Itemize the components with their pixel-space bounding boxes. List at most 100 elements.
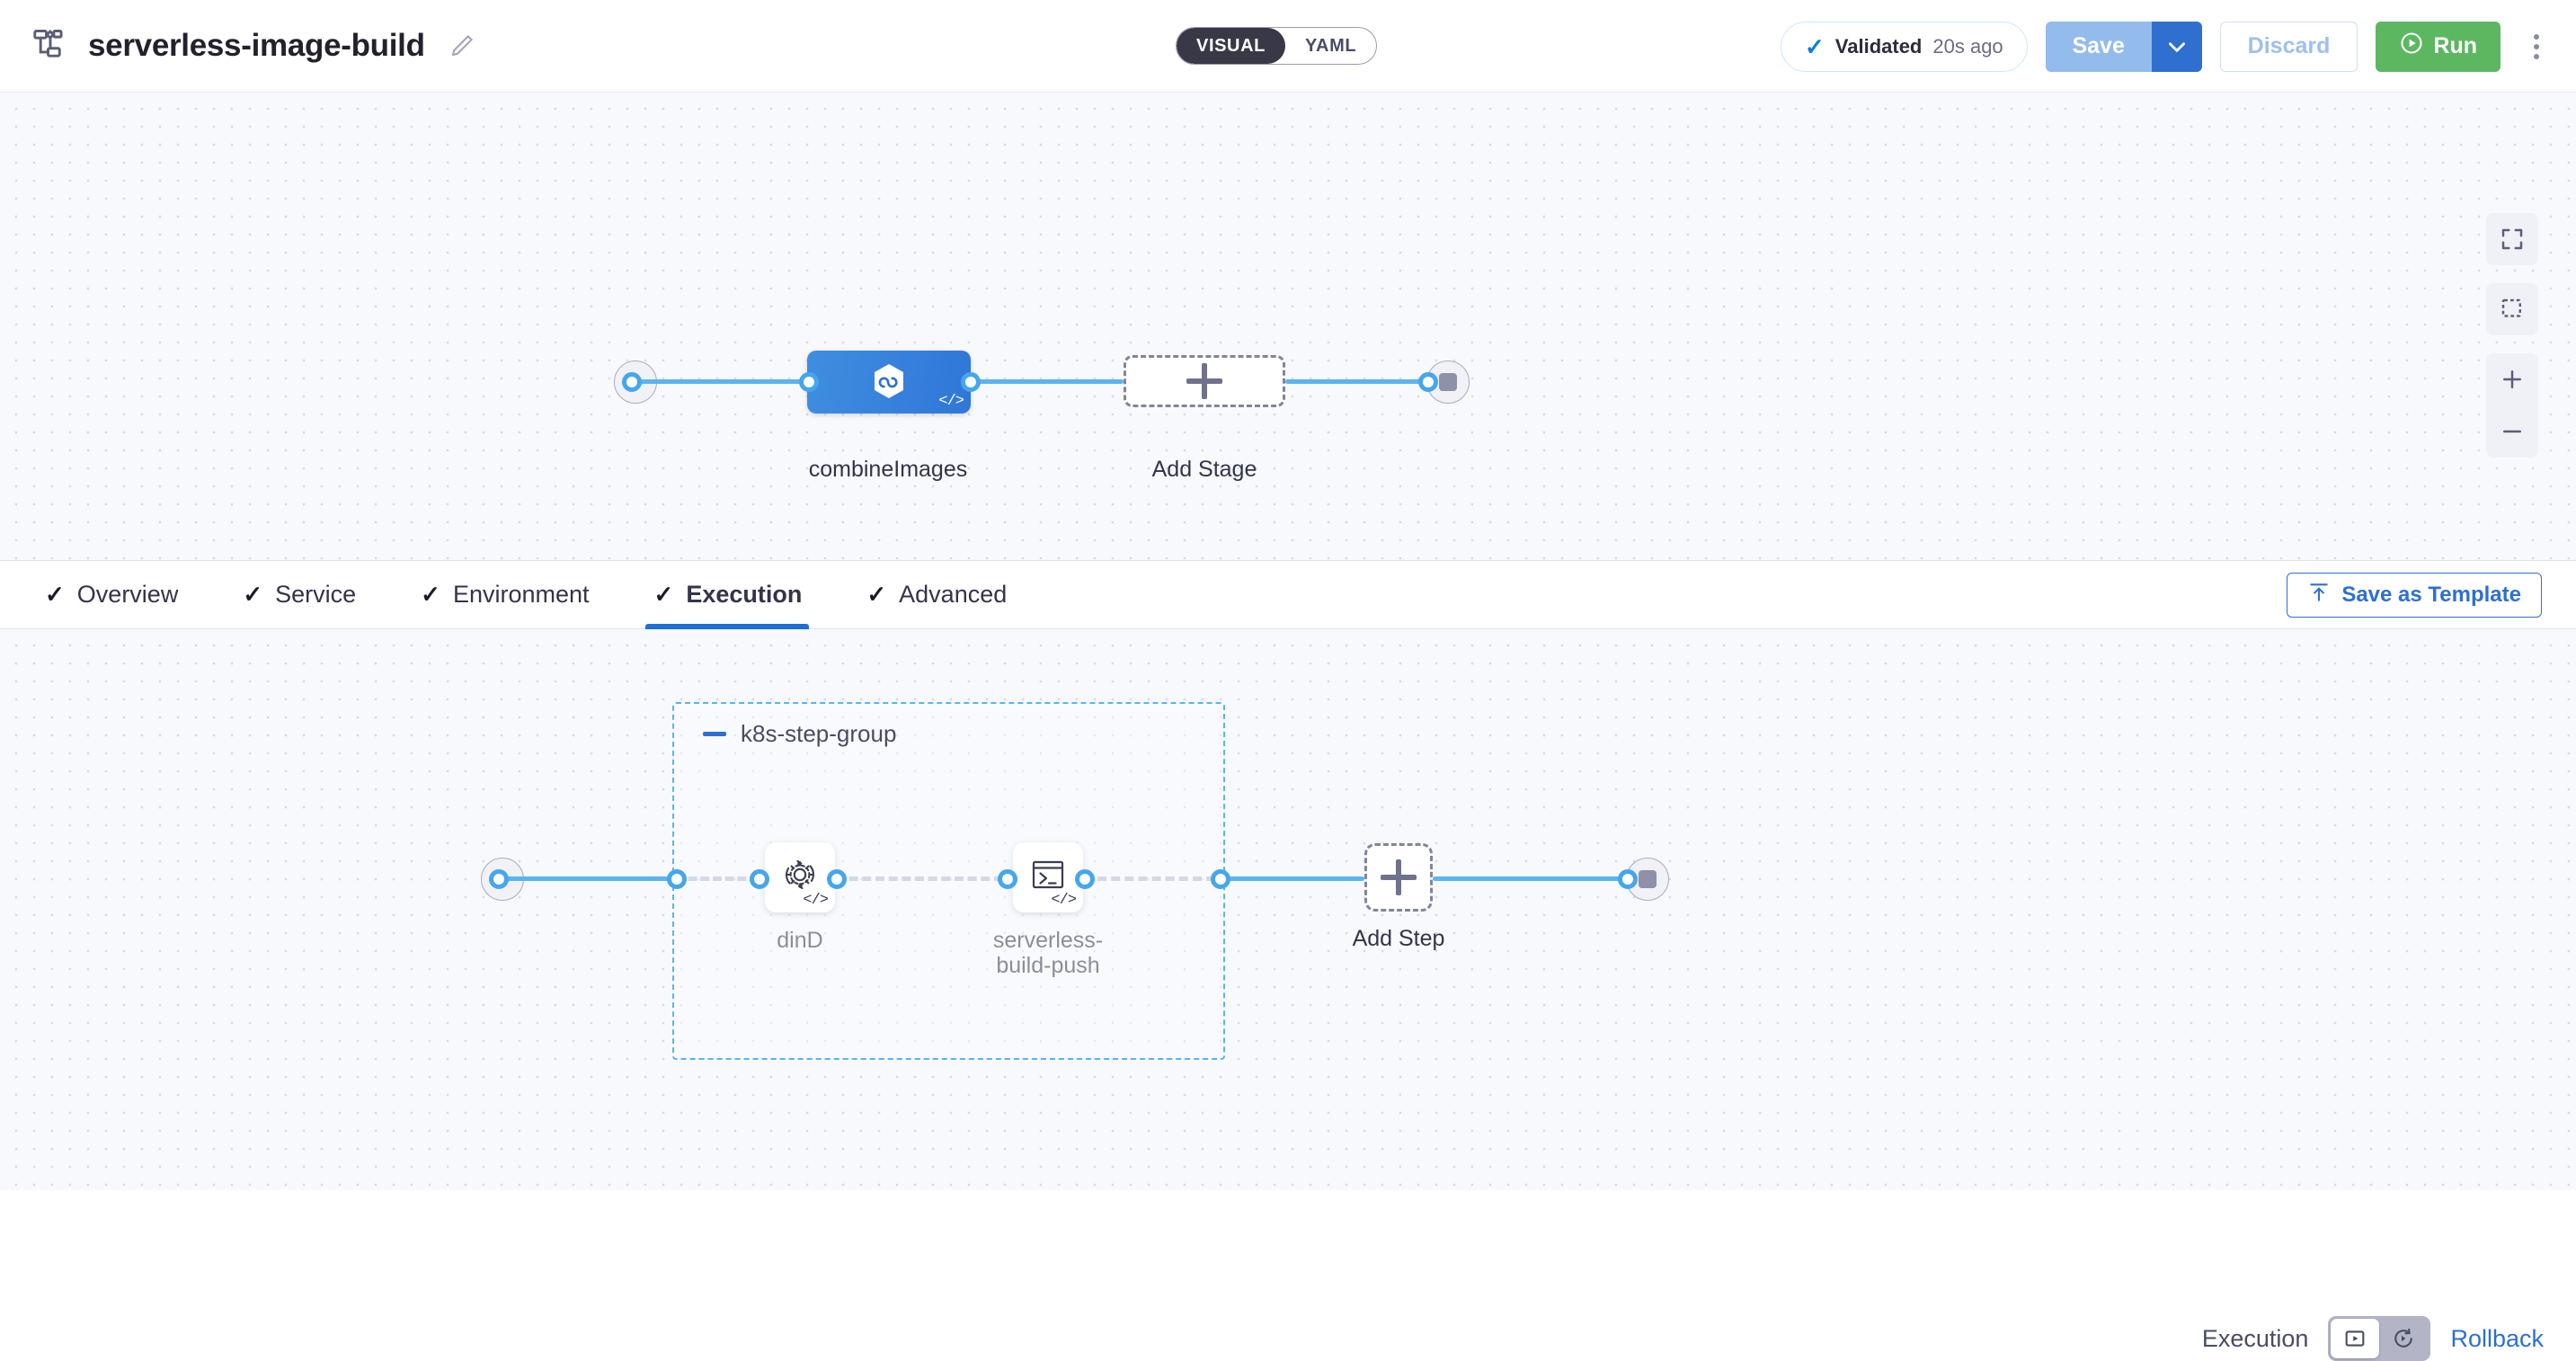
plus-icon — [1381, 859, 1417, 895]
tab-service[interactable]: ✓ Service — [234, 561, 394, 629]
tab-advanced[interactable]: ✓ Advanced — [857, 561, 1044, 629]
save-as-template-button[interactable]: Save as Template — [2287, 573, 2542, 618]
edge-group-in-to-dind — [676, 876, 759, 881]
buildpush-input-port[interactable] — [998, 869, 1017, 889]
edge-dind-to-buildpush — [836, 876, 1003, 881]
stop-square-icon — [1639, 870, 1657, 888]
upload-template-icon — [2307, 581, 2331, 610]
start-output-port[interactable] — [622, 372, 642, 392]
visual-yaml-toggle[interactable]: VISUAL YAML — [1176, 27, 1378, 65]
stage-canvas[interactable]: </> combineImages Add Stage — [0, 93, 2576, 561]
add-step-label: Add Step — [1352, 926, 1445, 951]
edge-start-to-group — [496, 876, 676, 881]
check-icon: ✓ — [45, 581, 65, 608]
buildpush-label: serverless- build-push — [976, 928, 1120, 978]
save-split-button[interactable]: Save — [2045, 21, 2202, 72]
plus-icon — [1186, 363, 1222, 399]
buildpush-label-line2: build-push — [996, 953, 1100, 978]
tab-label: Overview — [76, 581, 179, 608]
tab-execution[interactable]: ✓ Execution — [644, 561, 840, 629]
step-group-header: k8s-step-group — [703, 720, 896, 748]
step-node-serverless-build-push[interactable]: </> — [1013, 842, 1083, 912]
step-group-title: k8s-step-group — [741, 720, 897, 747]
check-icon: ✓ — [653, 581, 674, 608]
stage-node-combineimages[interactable]: </> — [807, 351, 971, 414]
check-icon: ✓ — [866, 581, 887, 608]
pencil-edit-icon[interactable] — [449, 32, 475, 59]
edge-start-to-stage — [629, 379, 809, 384]
dind-input-port[interactable] — [750, 869, 769, 889]
canvas-controls — [2486, 213, 2538, 458]
validated-label: Validated — [1834, 34, 1923, 58]
rollback-icon[interactable] — [2379, 1319, 2428, 1358]
tab-environment[interactable]: ✓ Environment — [412, 561, 626, 629]
tab-label: Service — [275, 581, 357, 608]
discard-button[interactable]: Discard — [2219, 21, 2358, 72]
stop-square-icon — [1439, 373, 1457, 391]
buildpush-code-badge: </> — [1051, 892, 1077, 909]
save-dropdown-button[interactable] — [2151, 21, 2202, 72]
steps-end-node[interactable] — [1626, 858, 1669, 901]
edge-addstep-to-end — [1433, 876, 1627, 881]
stage-label: combineImages — [808, 457, 968, 482]
execution-rollback-switch[interactable] — [2328, 1316, 2431, 1361]
end-input-port[interactable] — [1418, 372, 1438, 392]
add-stage-button[interactable] — [1124, 355, 1285, 407]
dind-output-port[interactable] — [827, 869, 847, 889]
run-button[interactable]: Run — [2376, 21, 2500, 72]
buildpush-label-line1: serverless- — [992, 928, 1104, 953]
kebab-menu-icon[interactable] — [2518, 22, 2554, 72]
gear-refresh-icon — [777, 852, 822, 897]
tab-overview[interactable]: ✓ Overview — [36, 561, 216, 629]
add-stage-label: Add Stage — [1151, 457, 1257, 482]
stage-config-tabbar: ✓ Overview ✓ Service ✓ Environment ✓ Exe… — [0, 561, 2576, 629]
edge-group-to-addstep — [1221, 876, 1364, 881]
edge-addstage-to-end — [1285, 379, 1429, 384]
selection-box-icon[interactable] — [2486, 283, 2538, 335]
mode-yaml-button[interactable]: YAML — [1304, 35, 1357, 56]
play-circle-icon — [2399, 31, 2424, 62]
step-node-dind[interactable]: </> — [765, 842, 835, 912]
validation-status-badge: ✓ Validated 20s ago — [1780, 21, 2028, 72]
page-title: serverless-image-build — [88, 28, 425, 63]
check-icon: ✓ — [421, 581, 440, 608]
tab-label: Environment — [452, 581, 590, 608]
mode-visual-button[interactable]: VISUAL — [1177, 28, 1285, 64]
dind-code-badge: </> — [803, 892, 829, 909]
execution-label: Execution — [2201, 1324, 2309, 1352]
tab-list: ✓ Overview ✓ Service ✓ Environment ✓ Exe… — [0, 561, 1062, 629]
steps-canvas[interactable]: Execution Rollback — [0, 629, 2576, 1361]
edge-buildpush-to-group-out — [1084, 876, 1215, 881]
check-icon: ✓ — [1804, 32, 1825, 60]
stage-code-badge: </> — [938, 393, 964, 410]
tab-label: Advanced — [899, 581, 1008, 608]
header-left: serverless-image-build — [0, 26, 475, 66]
dind-label: dinD — [777, 928, 823, 953]
save-as-template-label: Save as Template — [2341, 583, 2521, 607]
rollback-label[interactable]: Rollback — [2450, 1324, 2544, 1352]
zoom-controls — [2486, 353, 2538, 458]
steps-end-input-port[interactable] — [1618, 869, 1638, 889]
group-input-port[interactable] — [667, 869, 687, 889]
buildpush-output-port[interactable] — [1075, 869, 1095, 889]
save-button[interactable]: Save — [2045, 21, 2152, 72]
add-step-button[interactable] — [1364, 843, 1433, 912]
ci-infinity-hexagon-icon — [867, 360, 910, 404]
terminal-icon — [1026, 852, 1070, 897]
header-actions: ✓ Validated 20s ago Save Discard Run — [1780, 0, 2554, 93]
steps-start-output-port[interactable] — [489, 869, 509, 889]
group-output-port[interactable] — [1211, 869, 1230, 889]
check-icon: ✓ — [243, 581, 263, 608]
stage-output-port[interactable] — [961, 372, 981, 392]
zoom-out-icon[interactable] — [2486, 405, 2538, 458]
validated-time: 20s ago — [1932, 34, 2003, 58]
execution-icon[interactable] — [2331, 1319, 2380, 1358]
run-label: Run — [2433, 33, 2477, 58]
tab-label: Execution — [686, 581, 803, 608]
minus-collapse-icon[interactable] — [703, 732, 726, 736]
fit-to-screen-icon[interactable] — [2486, 213, 2538, 265]
pipeline-graph-icon — [32, 26, 72, 66]
zoom-in-icon[interactable] — [2486, 353, 2538, 405]
execution-rollback-bar: Execution Rollback — [2202, 1316, 2544, 1361]
stage-input-port[interactable] — [799, 372, 819, 392]
